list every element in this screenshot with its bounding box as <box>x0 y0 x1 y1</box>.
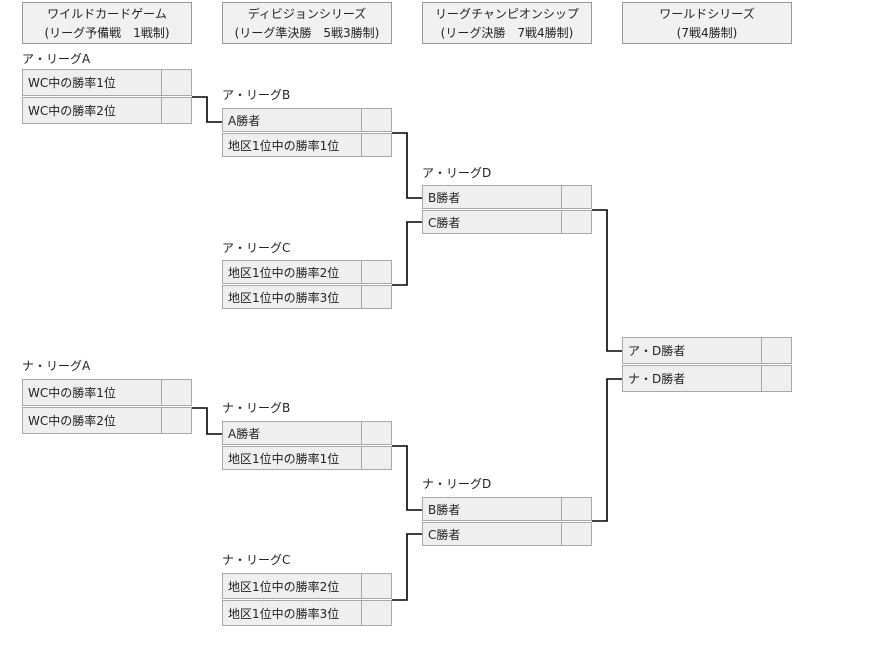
team-name: C勝者 <box>428 215 461 230</box>
team-name: ア・D勝者 <box>628 344 686 358</box>
score-cell[interactable] <box>561 211 591 233</box>
connector-line <box>192 96 222 123</box>
team-name: 地区1位中の勝率2位 <box>228 579 340 594</box>
team-row[interactable]: 地区1位中の勝率3位 <box>222 600 392 626</box>
match-label-nl-c: ナ・リーグC <box>222 553 291 567</box>
header-subtitle: (リーグ予備戦 1戦制) <box>44 26 170 40</box>
connector-line <box>192 407 222 435</box>
team-name: WC中の勝率1位 <box>28 76 116 90</box>
match-nl-b: A勝者 地区1位中の勝率1位 <box>222 421 392 470</box>
match-nl-a: WC中の勝率1位 WC中の勝率2位 <box>22 379 192 434</box>
team-row[interactable]: 地区1位中の勝率1位 <box>222 133 392 157</box>
match-al-d: B勝者 C勝者 <box>422 185 592 234</box>
team-name: 地区1位中の勝率3位 <box>228 606 340 621</box>
score-cell[interactable] <box>761 338 791 363</box>
header-division-series: ディビジョンシリーズ (リーグ準決勝 5戦3勝制) <box>222 2 392 44</box>
team-row[interactable]: 地区1位中の勝率1位 <box>222 446 392 470</box>
match-label-al-a: ア・リーグA <box>22 52 91 66</box>
match-label-nl-b: ナ・リーグB <box>222 401 291 415</box>
team-row[interactable]: WC中の勝率1位 <box>22 379 192 406</box>
team-name: A勝者 <box>228 426 261 441</box>
team-name: WC中の勝率1位 <box>28 386 116 400</box>
team-name: WC中の勝率2位 <box>28 104 116 118</box>
team-name: ナ・D勝者 <box>628 372 686 386</box>
team-name: A勝者 <box>228 113 261 128</box>
connector-line <box>392 533 422 601</box>
header-title: ワイルドカードゲーム <box>47 7 167 21</box>
team-row[interactable]: WC中の勝率1位 <box>22 69 192 96</box>
match-al-a: WC中の勝率1位 WC中の勝率2位 <box>22 69 192 124</box>
team-name: 地区1位中の勝率3位 <box>228 290 340 305</box>
score-cell[interactable] <box>161 70 191 95</box>
team-row[interactable]: 地区1位中の勝率2位 <box>222 573 392 599</box>
connector-line <box>392 445 422 511</box>
score-cell[interactable] <box>161 380 191 405</box>
header-subtitle: (リーグ準決勝 5戦3勝制) <box>234 26 380 40</box>
score-cell[interactable] <box>361 261 391 283</box>
score-cell[interactable] <box>361 601 391 625</box>
match-al-b: A勝者 地区1位中の勝率1位 <box>222 108 392 157</box>
team-row[interactable]: ナ・D勝者 <box>622 365 792 392</box>
score-cell[interactable] <box>361 109 391 131</box>
team-row[interactable]: C勝者 <box>422 210 592 234</box>
connector-line <box>392 221 422 286</box>
match-label-nl-a: ナ・リーグA <box>22 359 91 373</box>
score-cell[interactable] <box>161 408 191 433</box>
connector-line <box>392 132 422 199</box>
header-title: ワールドシリーズ <box>659 7 755 21</box>
team-name: C勝者 <box>428 527 461 542</box>
score-cell[interactable] <box>161 98 191 123</box>
team-name: 地区1位中の勝率1位 <box>228 451 340 466</box>
team-row[interactable]: B勝者 <box>422 185 592 209</box>
score-cell[interactable] <box>561 498 591 520</box>
header-subtitle: (リーグ決勝 7戦4勝制) <box>440 26 574 40</box>
team-row[interactable]: 地区1位中の勝率2位 <box>222 260 392 284</box>
team-row[interactable]: B勝者 <box>422 497 592 521</box>
score-cell[interactable] <box>361 134 391 156</box>
connector-line <box>592 209 622 352</box>
team-row[interactable]: A勝者 <box>222 421 392 445</box>
match-nl-c: 地区1位中の勝率2位 地区1位中の勝率3位 <box>222 573 392 626</box>
score-cell[interactable] <box>361 447 391 469</box>
header-world-series: ワールドシリーズ (7戦4勝制) <box>622 2 792 44</box>
team-row[interactable]: C勝者 <box>422 522 592 546</box>
header-title: ディビジョンシリーズ <box>247 7 367 21</box>
header-title: リーグチャンピオンシップ <box>435 7 579 21</box>
match-label-nl-d: ナ・リーグD <box>422 477 492 491</box>
match-label-al-c: ア・リーグC <box>222 241 291 255</box>
match-al-c: 地区1位中の勝率2位 地区1位中の勝率3位 <box>222 260 392 309</box>
header-wildcard: ワイルドカードゲーム (リーグ予備戦 1戦制) <box>22 2 192 44</box>
team-name: 地区1位中の勝率2位 <box>228 265 340 280</box>
match-label-al-b: ア・リーグB <box>222 88 291 102</box>
match-label-al-d: ア・リーグD <box>422 166 492 180</box>
team-row[interactable]: 地区1位中の勝率3位 <box>222 285 392 309</box>
team-name: 地区1位中の勝率1位 <box>228 138 340 153</box>
team-row[interactable]: ア・D勝者 <box>622 337 792 364</box>
match-nl-d: B勝者 C勝者 <box>422 497 592 546</box>
score-cell[interactable] <box>361 286 391 308</box>
team-row[interactable]: A勝者 <box>222 108 392 132</box>
header-subtitle: (7戦4勝制) <box>676 26 738 40</box>
team-row[interactable]: WC中の勝率2位 <box>22 407 192 434</box>
score-cell[interactable] <box>561 186 591 208</box>
score-cell[interactable] <box>361 422 391 444</box>
header-championship: リーグチャンピオンシップ (リーグ決勝 7戦4勝制) <box>422 2 592 44</box>
score-cell[interactable] <box>761 366 791 391</box>
team-name: WC中の勝率2位 <box>28 414 116 428</box>
team-row[interactable]: WC中の勝率2位 <box>22 97 192 124</box>
match-world-series: ア・D勝者 ナ・D勝者 <box>622 337 792 392</box>
score-cell[interactable] <box>361 574 391 598</box>
score-cell[interactable] <box>561 523 591 545</box>
connector-line <box>592 378 622 522</box>
team-name: B勝者 <box>428 190 461 205</box>
team-name: B勝者 <box>428 502 461 517</box>
